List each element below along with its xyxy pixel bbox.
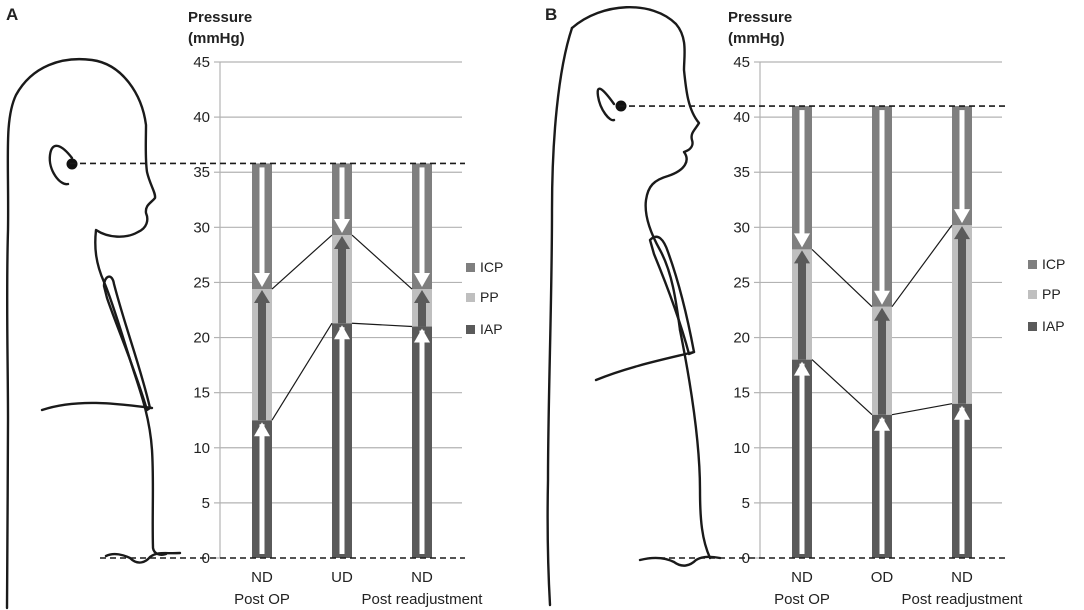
iap-up-arrow-shaft	[339, 327, 345, 554]
y-tick-label: 10	[733, 440, 750, 457]
iap-up-arrow-head	[954, 405, 970, 420]
legend-swatch	[1028, 290, 1037, 299]
y-tick-label: 0	[742, 550, 750, 567]
x-category-label: UD	[331, 569, 353, 586]
y-tick-label: 5	[202, 495, 210, 512]
iap-up-arrow-head	[254, 422, 270, 437]
y-tick-label: 30	[193, 219, 210, 236]
icp-down-arrow-head	[254, 273, 270, 288]
icp-down-arrow-shaft	[799, 110, 805, 238]
x-category-sublabel: Post readjustment	[902, 591, 1024, 608]
legend-label: IAP	[480, 321, 503, 337]
y-tick-label: 30	[733, 219, 750, 236]
x-category-label: ND	[791, 569, 813, 586]
pp-bottom-connector	[811, 359, 873, 416]
icp-down-arrow-head	[794, 233, 810, 248]
iap-arrow-head	[874, 307, 890, 321]
iap-up-arrow-shaft	[799, 363, 805, 554]
legend-swatch	[466, 293, 475, 302]
iap-arrow-head	[794, 250, 810, 264]
head-silhouette-a	[5, 58, 182, 610]
y-tick-label: 20	[733, 330, 750, 347]
iap-up-arrow-head	[414, 328, 430, 343]
iap-arrow-head	[334, 236, 350, 250]
iap-up-arrow-shaft	[959, 407, 965, 554]
x-category-sublabel: Post readjustment	[362, 591, 484, 608]
y-tick-label: 45	[733, 54, 750, 71]
y-tick-label: 35	[193, 164, 210, 181]
y-tick-label: 5	[742, 495, 750, 512]
legend-swatch	[1028, 322, 1037, 331]
legend-swatch	[466, 325, 475, 334]
y-axis-label: Pressure	[728, 9, 792, 26]
y-axis-label: (mmHg)	[188, 30, 245, 47]
iap-arrow-shaft	[878, 316, 886, 415]
x-category-label: ND	[411, 569, 433, 586]
pp-bottom-connector	[891, 403, 953, 416]
iap-up-arrow-head	[874, 416, 890, 431]
y-tick-label: 15	[733, 385, 750, 402]
icp-down-arrow-head	[334, 219, 350, 234]
legend-swatch	[1028, 260, 1037, 269]
y-tick-label: 35	[733, 164, 750, 181]
icp-down-arrow-head	[414, 273, 430, 288]
y-tick-label: 40	[193, 109, 210, 126]
y-tick-label: 25	[733, 274, 750, 291]
y-tick-label: 20	[193, 330, 210, 347]
y-tick-label: 15	[193, 385, 210, 402]
icp-down-arrow-shaft	[879, 110, 885, 295]
legend-label: ICP	[1042, 256, 1065, 272]
panel-label-b: B	[545, 5, 557, 24]
x-category-sublabel: Post OP	[234, 591, 290, 608]
iap-arrow-head	[254, 290, 270, 304]
iap-up-arrow-shaft	[419, 330, 425, 554]
icp-down-arrow-shaft	[339, 167, 345, 224]
x-category-label: ND	[251, 569, 273, 586]
iap-arrow-shaft	[958, 235, 966, 404]
pp-top-connector	[351, 234, 413, 290]
iap-up-arrow-head	[794, 361, 810, 376]
y-tick-label: 25	[193, 274, 210, 291]
iap-arrow-head	[954, 226, 970, 240]
y-axis-label: (mmHg)	[728, 30, 785, 47]
legend-label: PP	[480, 289, 499, 305]
y-tick-label: 10	[193, 440, 210, 457]
x-category-sublabel: Post OP	[774, 591, 830, 608]
icp-down-arrow-head	[874, 290, 890, 305]
y-tick-label: 45	[193, 54, 210, 71]
iap-arrow-shaft	[338, 245, 346, 324]
panel-label-a: A	[6, 5, 18, 24]
pp-top-connector	[891, 224, 953, 308]
icp-down-arrow-shaft	[959, 110, 965, 214]
y-tick-label: 40	[733, 109, 750, 126]
iap-up-arrow-shaft	[259, 424, 265, 554]
icp-down-arrow-shaft	[419, 167, 425, 278]
pp-bottom-connector	[351, 322, 413, 328]
x-category-label: OD	[871, 569, 894, 586]
legend-label: PP	[1042, 286, 1061, 302]
iap-arrow-shaft	[418, 299, 426, 327]
legend-label: ICP	[480, 259, 503, 275]
iap-arrow-shaft	[798, 259, 806, 360]
icp-down-arrow-head	[954, 209, 970, 224]
pp-top-connector	[811, 248, 873, 308]
pp-bottom-connector	[271, 322, 333, 421]
icp-down-arrow-shaft	[259, 167, 265, 278]
legend-label: IAP	[1042, 318, 1065, 334]
iap-up-arrow-head	[334, 325, 350, 340]
x-category-label: ND	[951, 569, 973, 586]
head-silhouette-b	[546, 6, 722, 607]
pp-top-connector	[271, 234, 333, 290]
iap-up-arrow-shaft	[879, 418, 885, 554]
iap-arrow-head	[414, 290, 430, 304]
y-axis-label: Pressure	[188, 9, 252, 26]
iap-arrow-shaft	[258, 299, 266, 421]
legend-swatch	[466, 263, 475, 272]
